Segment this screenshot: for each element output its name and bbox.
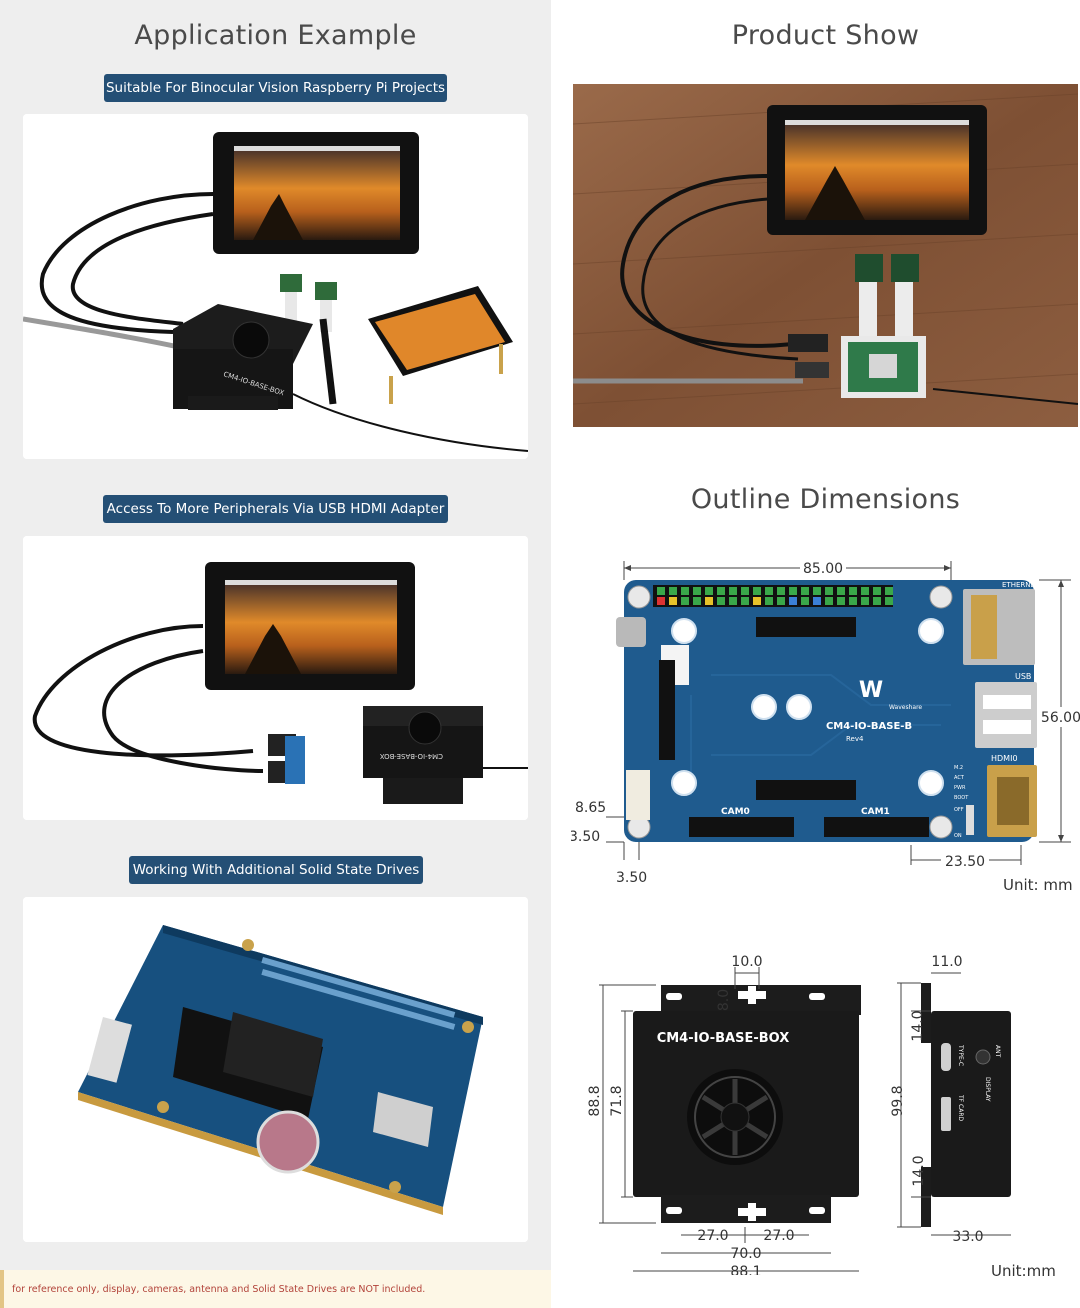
boot-label: BOOT (954, 795, 969, 801)
box-front-label: CM4-IO-BASE-BOX (657, 1031, 790, 1046)
box-unit-label: Unit:mm (991, 1262, 1056, 1280)
cam0-label: CAM0 (721, 807, 750, 817)
dim-box-h-inner: 71.8 (609, 1085, 625, 1116)
dim-side-w: 33.0 (952, 1229, 983, 1245)
badge-usb-hdmi-adapter: Access To More Peripherals Via USB HDMI … (103, 495, 448, 523)
box-label-2: CM4-IO-BASE-BOX (380, 752, 443, 760)
side-tf-label: TF CARD (957, 1094, 964, 1121)
side-display-label: DISPLAY (984, 1077, 991, 1102)
binocular-setup-illustration: CM4-IO-BASE-BOX (23, 114, 528, 459)
usb-label: USB 1/2 (1015, 672, 1047, 681)
footer-note-text: for reference only, display, cameras, an… (12, 1284, 426, 1295)
ssd-board-illustration (23, 897, 528, 1242)
dim-side-b: 14.0 (911, 1155, 927, 1186)
dim-d2: 3.50 (571, 829, 600, 845)
brand-label: Waveshare (889, 704, 922, 711)
footer-note: for reference only, display, cameras, an… (0, 1270, 551, 1308)
dim-d4: 23.50 (945, 854, 985, 870)
gpio-header (653, 585, 893, 607)
pwr-led-label: PWR (954, 785, 966, 791)
photo-usb-hdmi-setup: CM4-IO-BASE-BOX (23, 536, 528, 820)
box-dimension-drawing: CM4-IO-BASE-BOX 10.0 8.0 88.8 71.8 (587, 954, 1011, 1275)
product-panel: Product Show (551, 0, 1080, 1308)
side-typec-label: TYPE-C (957, 1044, 964, 1066)
fan-icon (687, 1069, 783, 1165)
side-ant-label: ANT (994, 1045, 1001, 1058)
outline-dimensions-title: Outline Dimensions (690, 484, 961, 515)
board-name-label: CM4-IO-BASE-B (826, 721, 912, 732)
dim-box-top-h: 8.0 (716, 989, 732, 1011)
badge-solid-state-drives: Working With Additional Solid State Driv… (129, 856, 423, 884)
act-led-label: ACT (954, 775, 965, 781)
photo-binocular-setup: CM4-IO-BASE-BOX (23, 114, 528, 459)
photo-product-show (573, 84, 1078, 427)
m2-led-label: M.2 (954, 765, 963, 771)
application-example-title: Application Example (134, 20, 417, 51)
dim-box-bw-right: 27.0 (763, 1228, 794, 1244)
dim-box-w-inner: 70.0 (730, 1246, 761, 1262)
product-show-title: Product Show (731, 20, 920, 51)
dim-box-w-outer: 88.1 (730, 1264, 761, 1275)
product-show-illustration (573, 84, 1078, 427)
dim-box-top-w: 10.0 (731, 954, 762, 970)
dim-board-width: 85.00 (803, 561, 843, 577)
cam1-label: CAM1 (861, 807, 890, 817)
application-example-panel: Application Example Suitable For Binocul… (0, 0, 551, 1270)
board-rev-label: Rev4 (846, 735, 864, 743)
dim-d3: 3.50 (616, 870, 647, 885)
badge-binocular-vision: Suitable For Binocular Vision Raspberry … (104, 74, 447, 102)
dim-box-h-outer: 88.8 (587, 1085, 603, 1116)
dim-box-bw-left: 27.0 (697, 1228, 728, 1244)
board-unit-label: Unit: mm (1003, 876, 1073, 894)
on-label: ON (954, 833, 962, 839)
dim-board-height: 56.00 (1041, 710, 1080, 726)
waveshare-logo-icon: W (859, 678, 883, 703)
board-dimension-drawing: 85.00 (571, 559, 1080, 885)
usb-hdmi-illustration: CM4-IO-BASE-BOX (23, 536, 528, 820)
dim-d1: 8.65 (575, 800, 606, 816)
hdmi-label: HDMI0 (991, 754, 1018, 763)
off-label: OFF (954, 807, 964, 813)
dim-side-a: 14.0 (910, 1010, 926, 1041)
ethernet-label: ETHERNET (1002, 581, 1040, 589)
photo-ssd-board (23, 897, 528, 1242)
dim-side-top: 11.0 (931, 954, 962, 970)
dim-side-h: 99.8 (890, 1085, 906, 1116)
